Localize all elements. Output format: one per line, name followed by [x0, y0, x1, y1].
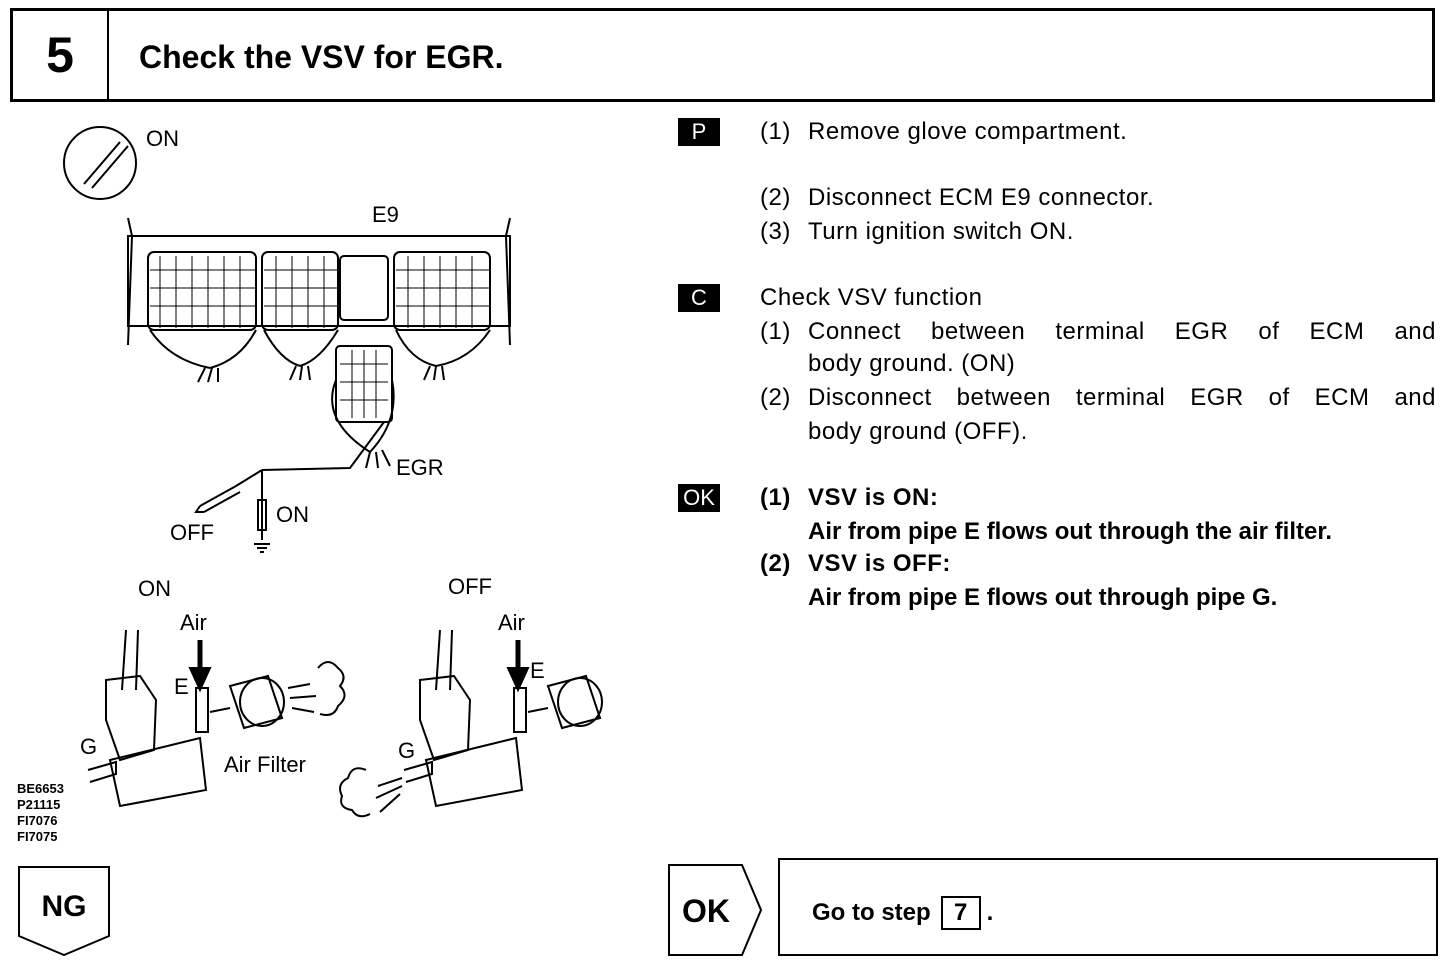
step-title: Check the VSV for EGR. — [139, 39, 504, 75]
prep-step-num: (1) — [760, 118, 791, 145]
check-heading: Check VSV function — [760, 284, 983, 311]
pipe-g-left: G — [80, 734, 97, 759]
prep-step-num: (3) — [760, 218, 791, 245]
prep-step-text: Disconnect ECM E9 connector. — [808, 184, 1155, 211]
switch-off-label: OFF — [170, 520, 214, 545]
ok-result-1-text: Air from pipe E flows out through the ai… — [808, 518, 1333, 545]
ecm-connector-icon — [127, 217, 511, 469]
prep-step-text: Remove glove compartment. — [808, 118, 1128, 145]
prep-step-text: Turn ignition switch ON. — [808, 218, 1074, 245]
goto-text: Go to step 7. — [812, 896, 993, 930]
ok-result-heading: VSV is ON: — [808, 484, 939, 511]
ok-tag: OK — [668, 864, 762, 956]
check-step-1-line2: body ground. (ON) — [808, 350, 1016, 377]
step-number: 5 — [13, 11, 109, 99]
goto-prefix: Go to step — [812, 899, 931, 926]
air-filter-label: Air Filter — [224, 752, 306, 777]
ok-badge: OK — [678, 484, 720, 512]
prep-badge: P — [678, 118, 720, 146]
ignition-key-icon — [63, 126, 137, 200]
pipe-e-left: E — [174, 674, 189, 699]
ok-result-heading: VSV is OFF: — [808, 550, 951, 577]
ng-label: NG — [42, 890, 87, 923]
figure-codes: BE6653 P21115 FI7076 FI7075 — [17, 781, 64, 845]
check-step-1-num: (1) — [760, 318, 791, 345]
prep-step-3: (3) Turn ignition switch ON. — [760, 218, 1074, 246]
test-lead-icon — [194, 421, 385, 553]
ng-tag: NG — [18, 866, 110, 956]
check-step-1-line1: Connect between terminal EGR of ECM and — [808, 318, 1436, 345]
goto-suffix: . — [986, 899, 994, 926]
ok-result-2-text: Air from pipe E flows out through pipe G… — [808, 584, 1278, 611]
figure-code: FI7075 — [17, 829, 58, 844]
prep-step-1: (1) Remove glove compartment. — [760, 118, 1127, 146]
goto-step-link[interactable]: 7 — [940, 896, 981, 930]
pipe-g-right: G — [398, 738, 415, 763]
air-label-right: Air — [498, 610, 525, 635]
ok-result-num: (2) — [760, 550, 791, 577]
right-state-label: OFF — [448, 574, 492, 599]
switch-on-label: ON — [276, 502, 309, 527]
check-step-2-num: (2) — [760, 384, 791, 411]
step-header: 5 Check the VSV for EGR. — [10, 8, 1435, 102]
air-label-left: Air — [180, 610, 207, 635]
check-step-2-line2: body ground (OFF). — [808, 418, 1028, 445]
goto-box: Go to step 7. — [778, 858, 1438, 956]
connector-label: E9 — [372, 202, 399, 227]
left-state-label: ON — [138, 576, 171, 601]
ignition-on-label: ON — [146, 126, 179, 151]
vsv-off-icon — [339, 629, 603, 818]
ok-label: OK — [682, 893, 730, 929]
figure-code: FI7076 — [17, 813, 58, 828]
vsv-on-icon — [87, 629, 346, 808]
terminal-label: EGR — [396, 455, 444, 480]
ok-result-2-head: (2) VSV is OFF: — [760, 550, 951, 578]
diagram: ON E9 EGR OFF ON ON OFF Air Air E E G G … — [63, 126, 603, 818]
pipe-e-right: E — [530, 658, 545, 683]
figure-code: P21115 — [17, 797, 61, 812]
ok-result-num: (1) — [760, 484, 791, 511]
ok-result-1-head: (1) VSV is ON: — [760, 484, 938, 512]
figure-code: BE6653 — [17, 781, 64, 796]
check-badge: C — [678, 284, 720, 312]
check-step-2-line1: Disconnect between terminal EGR of ECM a… — [808, 384, 1436, 411]
prep-step-2: (2) Disconnect ECM E9 connector. — [760, 184, 1154, 212]
prep-step-num: (2) — [760, 184, 791, 211]
